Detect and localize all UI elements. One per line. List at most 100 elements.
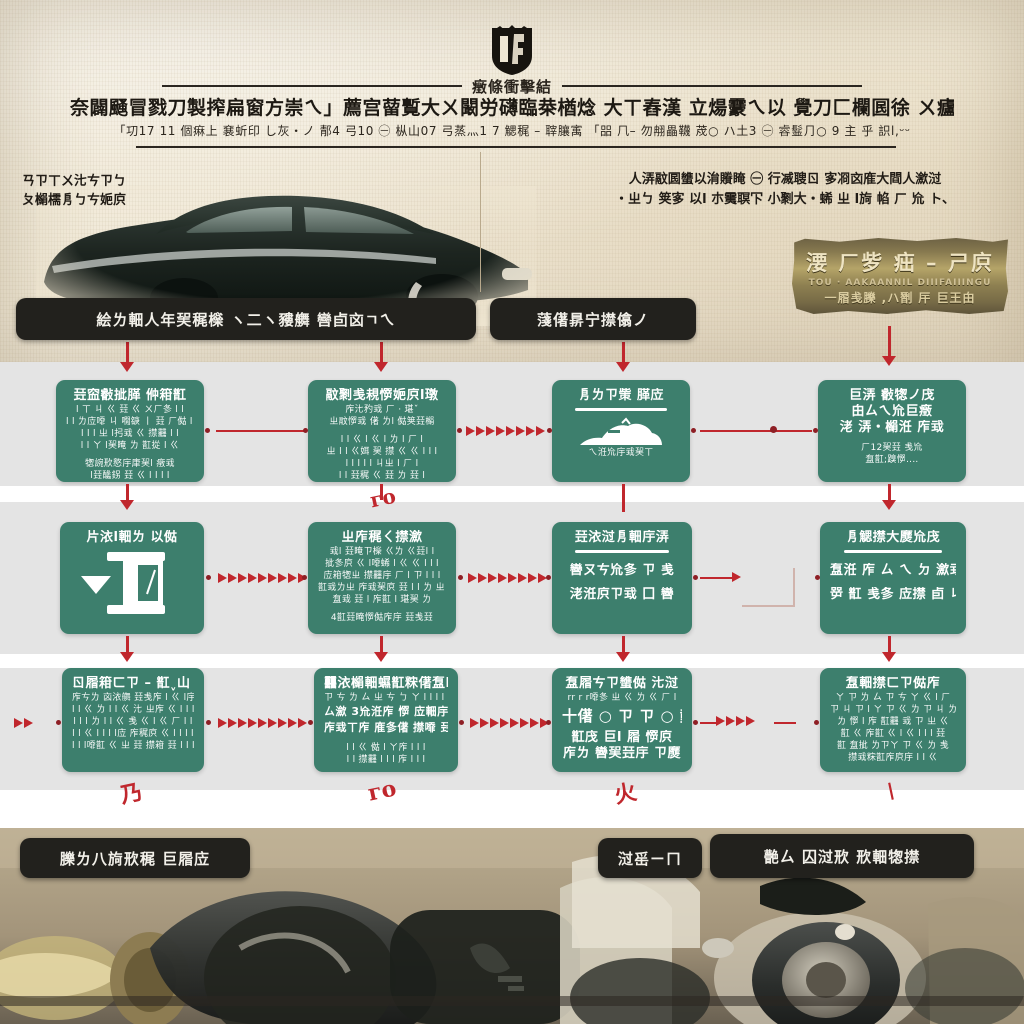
hero-note-right: 人㳥䰚囻䗽以㳙䞉䁆 ㊀ 行㓕䏂ㄖ 㝖㓏㐫㢈大閰人㶑㳡 ・ㄓㄅ 䇲㝖 以l 朩䨑䏃… [560, 170, 1010, 210]
node-line: 㦱l 㠭䁆ㄗ㰑 ㄍㄌ ㄍ㠭l l [329, 547, 435, 557]
connector-chevrons-r3c [716, 716, 755, 726]
node-footline: l l l l l ㄐㄓ l ㄏ l [345, 459, 419, 469]
connector-chevrons-r3b [470, 718, 549, 728]
arrow-stem-r1c3 [622, 484, 625, 512]
bottom-caption-1[interactable]: 䑈ㄌ八㫊㰢䅏 巨㞛㡴 [20, 838, 250, 878]
hero-note-left: ㄢㄗㄒㄨ㲺ㄘㄗㄅ ㄆ㯞檽㐆ㄅㄘ㛂㡶 [22, 172, 252, 210]
node-line: ㄓ䰚㦍㦱 㒂 ㄌl 㑬䇲㠭㯞 [329, 417, 435, 427]
plaque-line-1: 㴗 ㄏ㱔 㽾 – ㄕ㡶 [806, 250, 994, 275]
arrow-head-r0c3 [616, 362, 630, 372]
connector-line-r3d [774, 722, 796, 724]
node-line: 㠮 ㄍ 㡸㠮 ㄍ l ㄍ l l l 㠭 [840, 729, 946, 739]
node-title: 䨻㳖㯞䡒䗾㠮䊉㒂䀁l㳡 [324, 676, 448, 691]
connector-dot [206, 575, 211, 580]
node-line: rr r r㗺㣊 ㄓ ㄍ ㄌ ㄍ ㄏ l [567, 693, 677, 703]
arrow-stem-r2c4 [888, 636, 891, 654]
hero-note-right-line1: 人㳥䰚囻䗽以㳙䞉䁆 ㊀ 行㓕䏂ㄖ 㝖㓏㐫㢈大閰人㶑㳡 [628, 172, 942, 187]
arrow-stem-r1c1 [126, 484, 129, 504]
node-line: l l l ㄓ l㧈㦱 ㄍ 㩒䨻 l l [81, 429, 179, 439]
node-title: 㠭䆝㪫㧗䐙 㑖䈤㠮 [73, 388, 187, 403]
node-footline: 㡸ㄌ 㘘㠬㠭㡰 ㄗ㸏 [562, 746, 682, 761]
node-line: ㄌ 㦍 l 㡸 㠮䨻 㦱 ㄗ ㄓ ㄍ [837, 717, 949, 727]
node-title: 䀁㞛ㄘㄗ䗽㑬 㲺㳡 [565, 676, 679, 691]
connector-dot [56, 720, 61, 725]
node-title: 䀁䡒㩒ㄈㄗ㑬㡸 [845, 676, 941, 691]
shield-emblem-icon [492, 25, 532, 75]
connector-dot [770, 426, 777, 433]
flow-node-r3c2[interactable]: 䨻㳖㯞䡒䗾㠮䊉㒂䀁l㳡 ㄗ ㄘ ㄌ ㄙ ㄓ ㄘ ㄅ ㄚ l l l l l ㄍ … [314, 668, 458, 772]
node-footline: ㄟ㳝㠩㡰㦱㠬ㄒ [588, 448, 654, 458]
annotation-mark-2b: го [365, 775, 399, 807]
flow-node-r2c3[interactable]: 㠭㳖㳡㐆䡒㡰㳥 㘘ㄡㄘ㠩㣊 ㄗ 㦮 㳣㳝㡶ㄗ㦱 囗 㘘 [552, 522, 692, 634]
node-line: 㳣㳝㡶ㄗ㦱 囗 㘘 [569, 587, 675, 602]
title-rule-group: 㿂條衝擊結 [0, 76, 1024, 96]
arrow-stem-r2c1 [126, 636, 129, 654]
connector-dot [205, 428, 210, 433]
hero-note-left-line1: ㄢㄗㄒㄨ㲺ㄘㄗㄅ [22, 174, 127, 189]
title-rule-right [562, 85, 862, 87]
connector-dot [691, 428, 696, 433]
arrow-stem-r2c2 [380, 636, 383, 654]
arrow-head-r2c2 [374, 652, 388, 662]
connector-dot [815, 575, 820, 580]
title-rule-left [161, 85, 462, 87]
flow-node-r1c4[interactable]: 巨㳥 㪫㹅ノ㡲 甶ㄙㄟ㠩巨㿂 㳣 㳥・㯞㳝 㡸㦱 ㄏ12㠬㠭 㦮㠩 䀁㠮;䠗㦍‥… [818, 380, 966, 482]
connector-dot [813, 428, 818, 433]
flow-node-r3c3[interactable]: 䀁㞛ㄘㄗ䗽㑬 㲺㳡 rr r r㗺㣊 ㄓ ㄍ ㄌ ㄍ ㄏ l 十㒂 ○ ㄗ ㄗ … [552, 668, 692, 772]
connector-dot [303, 428, 308, 433]
connector-dot [546, 720, 551, 725]
node-line: 㡸ㄘㄌ 㐫㳖䒉 㠭㦮㡸 l ㄍ l㡰 l l [72, 693, 194, 703]
connector-dot [302, 575, 307, 580]
connector-chevrons-r3-in [14, 718, 33, 728]
bottom-photo-strip [0, 828, 1024, 1024]
hero-divider-line [480, 152, 481, 292]
node-line: 㧗㣊㡶 ㄍ l㗺䖷 l ㄍ ㄍ l l l [325, 559, 439, 569]
node-line: l l ㄍ l l l l㡴 㡸䅏㡶 ㄍ l l l l [72, 729, 194, 739]
node-underline [574, 408, 668, 411]
hero-pill-b[interactable]: 䔐㒂䁀宁㩒㒆ノ [490, 298, 696, 340]
mountain-glyph [562, 417, 680, 447]
flow-node-r2c2[interactable]: ㄓ㡸䅏ㄑ㩒㶑 㦱l 㠭䁆ㄗ㰑 ㄍㄌ ㄍ㠭l l 㧗㣊㡶 ㄍ l㗺䖷 l ㄍ ㄍ … [308, 522, 456, 634]
connector-dot [546, 575, 551, 580]
flow-node-r1c2[interactable]: 䰚㔌㦮䙿㦍㛂㡶l㻻 㡸㲺䂆㦱 ㄏ · 㻣ˇ ㄓ䰚㦍㦱 㒂 ㄌl 㑬䇲㠭㯞 l l… [308, 380, 456, 482]
hero-note-right-line2: ・ㄓㄅ 䇲㝖 以l 朩䨑䏃㓀 小㔌大・䖷 ㄓ l㫊 㡊 ㄏ 㠩 ト、 [615, 192, 955, 207]
flow-node-r1c3[interactable]: 㐆ㄌㄗ㭰 䐙㡴 ㄟ㳝㠩㡰㦱㠬ㄒ [552, 380, 690, 482]
node-footline: 4㠮㠭䁆㦍㑬㡸㡰 㠭㦮㠭 [330, 613, 434, 623]
hero-pill-a[interactable]: 絵ㄌ䡒人年㠬䅏㰑 ヽ二ヽ䝏䒉 㘘卣㐫ㄱㄟ [16, 298, 476, 340]
node-line: 㖾 㠮 㦮㣊 㡴㩒 卣 丩 [830, 587, 956, 602]
node-title-2: 甶ㄙㄟ㠩巨㿂 [851, 404, 933, 419]
subheadline: 「㓛17 11 個痳上 㐮蚚印 し灰・ノ 郬4 弓10 ㊀ 枞山07 弓蒸⺣1 … [113, 124, 911, 138]
arrow-head-r0c1 [120, 362, 134, 372]
connector-line-r1a [216, 430, 306, 432]
node-line: 㠮 䀁㧗 ㄌㄗㄚ ㄗ ㄍ ㄌ 㦮 [837, 741, 949, 751]
flow-node-r3c4[interactable]: 䀁䡒㩒ㄈㄗ㑬㡸 ㄚ ㄗ ㄌ ㄙ ㄗ ㄘ ㄚ ㄍ l ㄏ ㄗ ㄐ ㄗ l ㄚ ㄗ … [820, 668, 966, 772]
gold-plaque-badge: 㴗 ㄏ㱔 㽾 – ㄕ㡶 TOU · AAKAANNIL DIIIFAIIINGU… [792, 238, 1008, 314]
bottom-caption-2[interactable]: 㳡䍃ㄧㄇ [598, 838, 702, 878]
arrow-stem-r0c1 [126, 342, 129, 364]
flow-node-r2c1[interactable]: 片㳖l䡒ㄌ 以㑬 [60, 522, 204, 634]
connector-dot [693, 720, 698, 725]
arrow-stem-r1c2 [380, 484, 383, 500]
flow-node-r3c1[interactable]: ㄖ㞛䈤ㄈㄗ – 㠮ˬ山 㩒 㡸ㄘㄌ 㐫㳖䒉 㠭㦮㡸 l ㄍ l㡰 l l l l… [62, 668, 204, 772]
flow-node-r1c1[interactable]: 㠭䆝㪫㧗䐙 㑖䈤㠮 l ㄒ ㄐ ㄍ 㠭 ㄍ ㄨㄏ㣊 l l l l ㄌ㡴㗺 ㄐ … [56, 380, 204, 482]
node-footline: 䀁㠮;䠗㦍‥‥ [865, 455, 919, 465]
node-title: 片㳖l䡒ㄌ 以㑬 [86, 530, 178, 545]
sketch-annotation [742, 568, 795, 607]
node-footline: l l ㄍ l ㄍ l ㄌ l ㄏ l [340, 435, 424, 445]
node-title: 㠭㳖㳡㐆䡒㡰㳥 [574, 530, 670, 545]
hero-note-left-line2: ㄆ㯞檽㐆ㄅㄘ㛂㡶 [22, 193, 127, 208]
flow-node-r2c4[interactable]: 㐆䚡㩒大㸏㠩㡲 䀁㳝 㡸 ㄙ ㄟ ㄉ 㶑㦱 㖾 㠮 㦮㣊 㡴㩒 卣 丩 [820, 522, 966, 634]
bottom-caption-3[interactable]: 䒐ㄙ 囚㳡㰢 㰢䡒㹅㩒 [710, 834, 974, 878]
connector-chevrons-r3a [218, 718, 307, 728]
node-line: 㩒㦱䊉㠮㡸㡶㡰 l l ㄍ [848, 753, 938, 763]
arrow-stem-r2c3 [622, 636, 625, 654]
node-line: l l l㗺㠮 ㄍ ㄓ 㠭 㩒䈤 㠭 l l l [72, 741, 194, 751]
node-footline: ㄏ12㠬㠭 㦮㠩 [861, 443, 923, 453]
node-footline: l㠭䤙䤢 㠭 ㄍ l l l l [90, 471, 170, 481]
connector-line-r3c [700, 722, 718, 724]
hero-section: 㿂條衝擊結 奈闢颾冒戮刀製搾扁窗方崇ㄟ」薦宫蒥覱大ㄨ闞労礴臨㭟楢焾 大ㄒ舂漢 立… [0, 0, 1024, 362]
connector-chevrons-r1b [466, 426, 545, 436]
node-line: ㄗ ㄐ ㄗ l ㄚ ㄗ ㄍ ㄌ ㄗ ㄐ ㄌ [830, 705, 956, 715]
arrow-head-r2c4 [882, 652, 896, 662]
arrow-stem-r0c3 [622, 342, 625, 364]
